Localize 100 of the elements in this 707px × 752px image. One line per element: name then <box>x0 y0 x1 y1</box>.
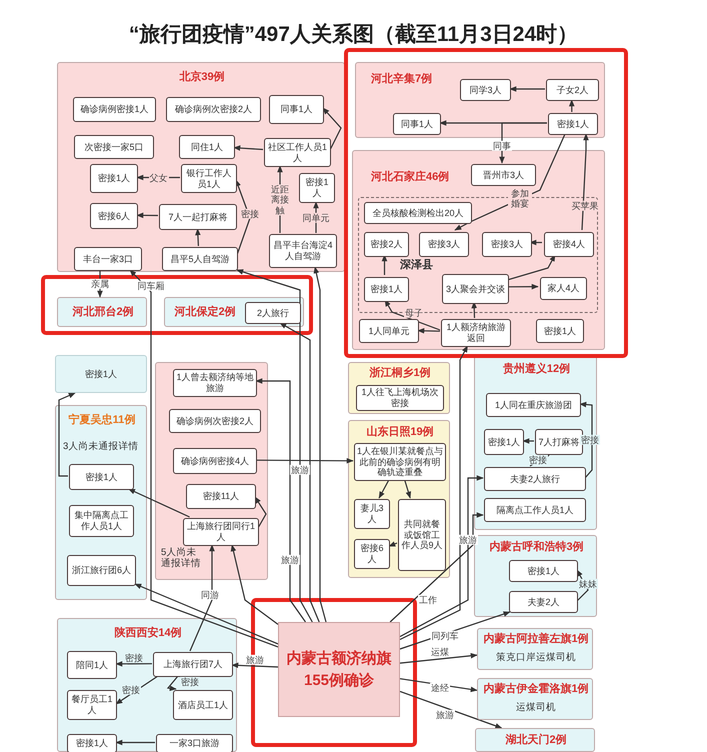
case-box: 集中隔离点工作人员1人 <box>69 505 134 537</box>
region-heading: 贵州遵义12例 <box>502 363 572 376</box>
arrow <box>400 652 478 664</box>
arrow <box>384 299 440 331</box>
case-box: 7人一起打麻将 <box>159 204 237 230</box>
case-box: 昌平5人自驾游 <box>162 247 238 271</box>
case-box: 确诊病例次密接2人 <box>169 409 261 433</box>
edge-label: 途经 <box>430 682 450 694</box>
edge-label: 密接 <box>240 208 260 220</box>
case-box: 1人往飞上海机场次密接 <box>356 385 444 411</box>
case-box: 密接6人 <box>354 539 390 569</box>
case-box: 夫妻2人 <box>509 591 578 613</box>
arrow <box>509 86 545 92</box>
edge-label: 同游 <box>200 590 220 600</box>
region-heading: 内蒙古呼和浩特3例 <box>488 541 585 554</box>
case-box: 丰台一家3口 <box>74 247 142 271</box>
arrow <box>255 378 306 622</box>
region-panel <box>355 62 605 138</box>
case-box: 1人同在重庆旅游团 <box>486 393 581 417</box>
case-box: 同事1人 <box>393 113 441 135</box>
arrow <box>390 512 484 622</box>
case-box: 密接1人 <box>299 173 335 203</box>
region-heading: 湖北天门2例 <box>504 734 568 748</box>
edge-label: 买苹果 <box>570 200 600 212</box>
case-box: 家人4人 <box>540 277 587 300</box>
arrow <box>115 661 152 667</box>
arrow <box>166 676 178 691</box>
arrow <box>279 322 320 622</box>
arrow <box>314 266 327 622</box>
edge-label: 同列车 <box>430 630 460 642</box>
edge-label: 运煤 <box>430 646 450 658</box>
arrow <box>507 284 539 290</box>
arrow <box>233 145 264 151</box>
arrow <box>128 488 190 518</box>
case-box: 密接2人 <box>364 232 409 257</box>
arrow <box>236 269 313 622</box>
arrow <box>404 480 412 499</box>
case-box: 昌平丰台海淀4人自驾游 <box>269 234 337 268</box>
case-box: 陪同1人 <box>67 651 117 679</box>
case-box: 子女2人 <box>546 79 599 101</box>
case-box: 7人打麻将 <box>535 429 583 455</box>
case-box: 密接3人 <box>482 232 532 257</box>
case-box: 确诊病例密接4人 <box>173 448 257 474</box>
arrow <box>499 122 547 164</box>
region-heading: 河北邢台2例 <box>71 306 135 320</box>
arrow <box>254 496 267 528</box>
case-box: 1人同单元 <box>359 319 419 343</box>
center-box: 内蒙古额济纳旗155例确诊 <box>278 622 400 717</box>
edge-label: 旅游 <box>435 710 455 720</box>
arrow <box>136 212 158 218</box>
region-heading: 河北保定2例 <box>173 306 237 320</box>
edge-label: 亲属 <box>90 278 110 290</box>
edge-label: 密接 <box>528 454 548 466</box>
region-panel <box>164 297 304 327</box>
region-panel <box>348 420 450 578</box>
arrow <box>235 179 251 256</box>
arrow <box>400 678 478 692</box>
note-text: 运煤司机 <box>515 702 557 714</box>
region-heading: 内蒙古阿拉善左旗1例 <box>482 633 590 646</box>
arrow <box>58 392 76 477</box>
arrow <box>195 228 201 246</box>
region-panel <box>57 618 237 752</box>
region-panel <box>352 150 605 350</box>
region-heading: 内蒙古伊金霍洛旗1例 <box>482 683 590 696</box>
region-heading: 深泽县 <box>400 259 434 272</box>
note-text: 3人尚未通报详情 <box>63 441 140 452</box>
case-box: 密接1人 <box>67 734 117 752</box>
edge-label: 同车厢 <box>136 280 166 292</box>
case-box: 社区工作人员1人 <box>264 138 331 167</box>
region-panel <box>55 405 147 600</box>
region-heading: 河北辛集7例 <box>371 73 434 86</box>
edge-label: 旅游 <box>245 654 265 666</box>
case-box: 同事1人 <box>269 95 324 124</box>
case-box: 密接11人 <box>186 484 256 509</box>
case-box: 共同就餐或饭馆工作人员9人 <box>398 499 446 571</box>
note-text: 策克口岸运煤司机 <box>495 652 577 664</box>
region-panel <box>348 362 450 414</box>
arrow <box>256 458 354 464</box>
case-box: 确诊病例次密接2人 <box>166 97 261 122</box>
case-box: 次密接一家5口 <box>74 135 154 159</box>
case-box: 一家3口旅游 <box>156 734 233 752</box>
case-box: 密接1人 <box>364 277 409 302</box>
arrow <box>417 328 440 334</box>
arrow <box>231 662 278 668</box>
arrow <box>130 270 278 648</box>
case-box: 密接3人 <box>419 232 469 257</box>
edge-label: 母子 <box>404 308 424 318</box>
region-heading: 北京39例 <box>178 71 226 84</box>
region-panel <box>475 728 595 752</box>
edge-label: 密接 <box>580 434 600 446</box>
edge-label: 同单元 <box>302 212 330 224</box>
case-box: 同学3人 <box>460 79 511 101</box>
edge-label: 密接 <box>180 676 200 688</box>
arrow <box>529 240 542 246</box>
case-box: 密接1人 <box>536 319 584 343</box>
case-box: 密接6人 <box>90 203 138 229</box>
arrow <box>400 690 502 729</box>
arrow <box>400 475 484 638</box>
case-box: 密接1人 <box>484 429 524 455</box>
edge-label: 密接 <box>121 684 141 696</box>
